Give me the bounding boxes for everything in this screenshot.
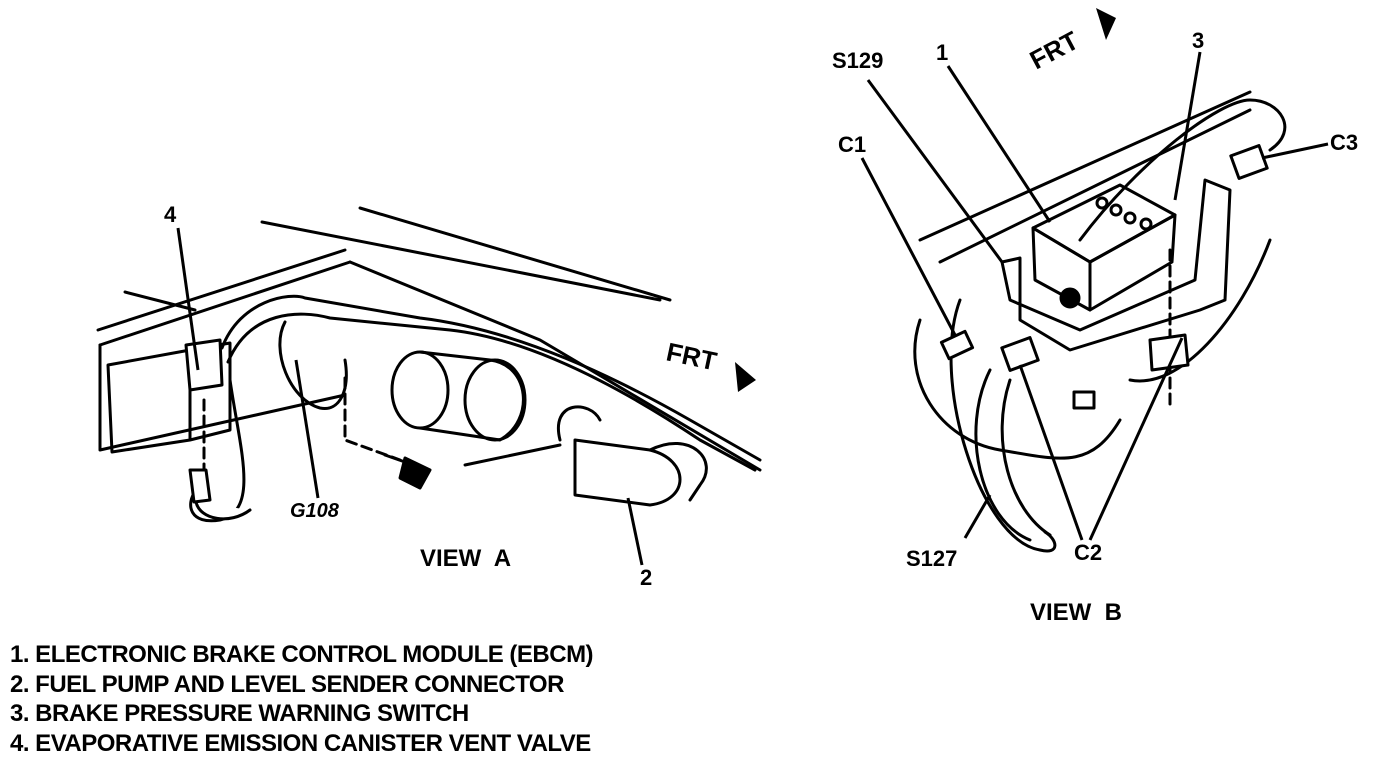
frame-lines-b bbox=[918, 90, 1252, 264]
view-a-frt-label: FRT bbox=[664, 337, 720, 377]
callout-3: 3 bbox=[1192, 28, 1204, 53]
harness-lower-c bbox=[974, 368, 1052, 542]
harness-lower-a bbox=[913, 318, 1122, 460]
dashed-guide-a bbox=[343, 376, 402, 462]
view-b-title: VIEW B bbox=[1030, 599, 1122, 626]
ebcm-top bbox=[1031, 183, 1177, 264]
view-a-illustration bbox=[96, 206, 762, 523]
canister-end bbox=[390, 350, 450, 430]
leader-1 bbox=[946, 65, 1052, 223]
leader-4 bbox=[176, 227, 200, 371]
vent-hose-b bbox=[226, 312, 757, 472]
connector-c4 bbox=[1072, 390, 1096, 410]
view-a-leaders bbox=[176, 227, 644, 566]
legend-item: 4. EVAPORATIVE EMISSION CANISTER VENT VA… bbox=[10, 729, 591, 757]
frt-arrow-a bbox=[735, 362, 756, 392]
vent-hose-a bbox=[220, 294, 762, 462]
legend-item: 2. FUEL PUMP AND LEVEL SENDER CONNECTOR bbox=[10, 670, 564, 698]
leader-c2-b bbox=[1088, 337, 1184, 541]
ebcm-side bbox=[1031, 213, 1177, 312]
vent-valve-body bbox=[184, 338, 224, 392]
callout-1: 1 bbox=[936, 40, 948, 65]
connector-c1 bbox=[939, 329, 975, 361]
leader-s129 bbox=[866, 79, 1004, 263]
ebcm-pin-2 bbox=[1109, 203, 1123, 217]
legend-item: 3. BRAKE PRESSURE WARNING SWITCH bbox=[10, 700, 469, 727]
frame-rail-diagonal bbox=[260, 206, 762, 472]
callout-c3: C3 bbox=[1330, 130, 1358, 155]
frt-arrow-b bbox=[1096, 8, 1116, 40]
view-b-leaders bbox=[860, 51, 1329, 541]
harness-lower-b bbox=[949, 298, 1057, 553]
callout-4: 4 bbox=[164, 202, 177, 227]
pigtail-valve bbox=[188, 468, 252, 521]
leader-c3 bbox=[1261, 142, 1329, 160]
harness-right bbox=[1128, 238, 1272, 383]
connector-2-housing bbox=[573, 438, 682, 507]
callout-2: 2 bbox=[640, 565, 652, 590]
leader-2 bbox=[626, 497, 644, 566]
mount-bracket bbox=[1000, 178, 1232, 352]
connector-c3 bbox=[1229, 144, 1269, 180]
callout-c1: C1 bbox=[838, 132, 866, 157]
view-a-title: VIEW A bbox=[420, 545, 511, 572]
callout-s127: S127 bbox=[906, 546, 957, 571]
callout-g108: G108 bbox=[290, 500, 340, 522]
ebcm-port bbox=[1059, 287, 1081, 309]
leader-c2-a bbox=[1018, 364, 1084, 541]
leader-3 bbox=[1173, 51, 1202, 201]
leader-c1 bbox=[860, 157, 957, 336]
harness-main bbox=[1078, 98, 1287, 242]
callout-s129: S129 bbox=[832, 48, 883, 73]
ebcm-pin-1 bbox=[1095, 196, 1109, 210]
parts-legend: 1. ELECTRONIC BRAKE CONTROL MODULE (EBCM… bbox=[10, 640, 594, 758]
canister-cap bbox=[463, 358, 527, 442]
leader-g108 bbox=[294, 359, 320, 499]
connector-c2 bbox=[1000, 336, 1040, 372]
leader-s127 bbox=[963, 494, 992, 539]
connector-2-wire bbox=[463, 405, 708, 502]
frame-rail-upper bbox=[96, 248, 352, 347]
legend-item: 1. ELECTRONIC BRAKE CONTROL MODULE (EBCM… bbox=[10, 641, 594, 668]
bolt bbox=[383, 453, 432, 490]
ebcm-pin-3 bbox=[1123, 211, 1137, 225]
ebcm-pin-4 bbox=[1139, 217, 1153, 231]
view-b-frt-label: FRT bbox=[1025, 25, 1084, 75]
view-b-illustration bbox=[913, 90, 1287, 553]
callout-c2: C2 bbox=[1074, 540, 1102, 565]
